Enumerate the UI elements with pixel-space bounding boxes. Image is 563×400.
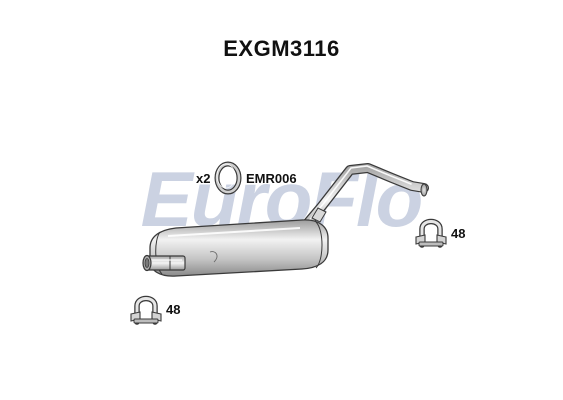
u-bolt-clamp-icon [415, 218, 447, 248]
clamp-label-left: 48 [166, 302, 181, 317]
rear-silencer-icon [149, 219, 329, 277]
ring-gasket-icon [214, 161, 242, 195]
clamp-label-right: 48 [451, 226, 466, 241]
inlet-pipe [142, 254, 186, 272]
tail-pipe [295, 163, 429, 237]
gasket-part-code: EMR006 [246, 171, 297, 186]
u-bolt-clamp-icon [130, 295, 162, 325]
part-number-title: EXGM3116 [223, 36, 340, 61]
gasket-quantity: x2 [196, 171, 211, 186]
